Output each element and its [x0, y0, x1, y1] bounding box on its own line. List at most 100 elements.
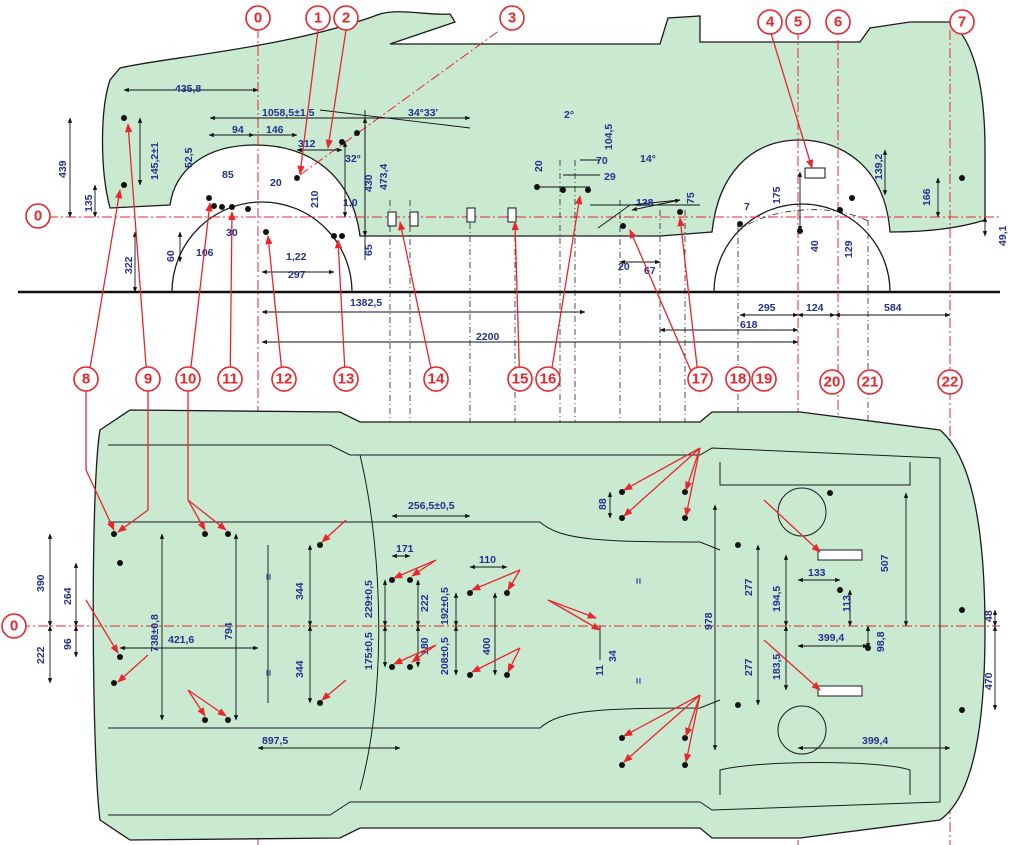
plan-dim-897-5: 897,5	[262, 735, 288, 747]
callout-row-17: 17	[687, 366, 713, 392]
svg-text:7: 7	[958, 14, 966, 31]
plan-sill-left	[108, 521, 721, 551]
plan-dim-344a: 344	[294, 582, 306, 600]
side-view: 435,8 1058,5±1,5 94 146 312 34°33' 2° 10…	[18, 11, 1009, 845]
callout-row-22: 22	[937, 369, 963, 395]
plan-inner-outline	[108, 444, 941, 816]
plan-dim-98-8: 98,8	[875, 631, 887, 652]
plan-dim-171: 171	[396, 543, 414, 555]
callout-row-8: 8	[73, 366, 99, 392]
callout-side-5: 5	[785, 9, 811, 35]
dim-1058-5: 1058,5±1,5	[262, 107, 315, 119]
callout-side-1: 1	[305, 5, 331, 31]
plan-rear-mount-bottom	[777, 705, 827, 755]
svg-text:17: 17	[692, 371, 709, 388]
dim-430: 430	[363, 174, 375, 192]
dim-75: 75	[685, 192, 697, 204]
plan-dim-256-5: 256,5±0,5	[408, 500, 455, 512]
svg-text:5: 5	[794, 14, 802, 31]
plan-dim-88: 88	[597, 498, 609, 510]
plan-dim-978: 978	[703, 612, 715, 630]
plan-dim-229: 229±0,5	[363, 580, 375, 618]
callout-row-12: 12	[271, 366, 297, 392]
plan-dimension-lines	[47, 491, 998, 751]
svg-text:16: 16	[540, 371, 557, 388]
plan-dim-110: 110	[479, 554, 496, 566]
dim-435-8: 435,8	[175, 83, 201, 95]
callout-side-4: 4	[757, 9, 783, 35]
dim-139-2: 139,2	[873, 154, 885, 180]
callout-row-18: 18	[725, 366, 751, 392]
plan-body-silhouette	[92, 409, 986, 841]
plan-dim-277a: 277	[743, 578, 755, 596]
dim-94: 94	[232, 124, 244, 136]
dim-7: 7	[744, 201, 750, 213]
svg-text:13: 13	[338, 371, 355, 388]
dim-1-0: 1,0	[343, 197, 358, 209]
callout-side-3: 3	[499, 5, 525, 31]
plan-dim-400: 400	[481, 637, 493, 655]
svg-text:22: 22	[942, 374, 959, 391]
callout-side-6: 6	[825, 9, 851, 35]
callout-row-20: 20	[819, 369, 845, 395]
dim-20c: 20	[618, 261, 630, 273]
dim-2200: 2200	[476, 331, 500, 343]
dim-124: 124	[806, 302, 824, 314]
plan-dim-11: 11	[594, 665, 606, 676]
plan-dim-175: 175±0,5	[363, 632, 375, 670]
svg-text:8: 8	[82, 371, 90, 388]
dim-29: 29	[604, 171, 616, 183]
plan-dim-264: 264	[62, 587, 74, 605]
plan-dim-399-4b: 399,4	[862, 735, 888, 747]
dim-34deg: 34°33'	[408, 107, 438, 119]
dim-1-22: 1,22	[286, 251, 307, 263]
plan-eq-3: =	[633, 578, 645, 584]
plan-eq-2: =	[263, 670, 275, 676]
svg-text:20: 20	[824, 374, 841, 391]
plan-dim-421-6: 421,6	[168, 634, 194, 646]
plan-dim-208: 208±0,5	[439, 637, 451, 675]
plan-dim-192: 192±0,5	[439, 587, 451, 625]
plan-dim-344b: 344	[294, 660, 306, 678]
dim-70: 70	[596, 155, 608, 167]
dim-175: 175	[771, 186, 783, 204]
callout-origin-side: 0	[25, 203, 51, 229]
svg-text:12: 12	[276, 371, 293, 388]
callout-row-21: 21	[857, 369, 883, 395]
dim-60: 60	[165, 250, 177, 262]
callout-side-7: 7	[949, 9, 975, 35]
plan-dim-399-4a: 399,4	[818, 632, 844, 644]
dim-49-1: 49,1	[997, 225, 1009, 246]
dim-584: 584	[884, 302, 902, 314]
dim-473-4: 473,4	[378, 164, 390, 190]
dim-1382-5: 1382,5	[350, 297, 382, 309]
plan-rear-seat-recess-b	[719, 762, 911, 795]
side-mount-points	[121, 115, 965, 239]
plan-dim-390: 390	[35, 574, 47, 592]
svg-text:14: 14	[428, 371, 445, 388]
plan-dim-48: 48	[983, 610, 995, 622]
svg-text:9: 9	[144, 371, 152, 388]
plan-view: 256,5±0,5 171 110 390 264 96 222 738±0,8…	[20, 409, 1000, 841]
dim-67: 67	[644, 265, 656, 277]
dim-106: 106	[196, 247, 214, 259]
callout-row-15: 15	[507, 366, 533, 392]
callout-row-19: 19	[751, 366, 777, 392]
plan-eq-1: =	[263, 574, 275, 580]
svg-text:19: 19	[756, 371, 773, 388]
plan-dim-507: 507	[879, 554, 891, 572]
dim-32deg: 32°	[345, 153, 361, 165]
callout-side-0: 0	[245, 5, 271, 31]
dim-145-2: 145,2±1	[149, 142, 161, 180]
callout-row-10: 10	[175, 366, 201, 392]
dim-312: 312	[298, 138, 316, 150]
dim-65: 65	[363, 244, 375, 256]
callout-leaders	[85, 29, 821, 763]
rear-arc-ref	[737, 209, 871, 233]
callout-row-11: 11	[217, 366, 243, 392]
dim-20a: 20	[270, 177, 282, 189]
plan-dim-133: 133	[808, 567, 826, 579]
callout-row-16: 16	[535, 366, 561, 392]
